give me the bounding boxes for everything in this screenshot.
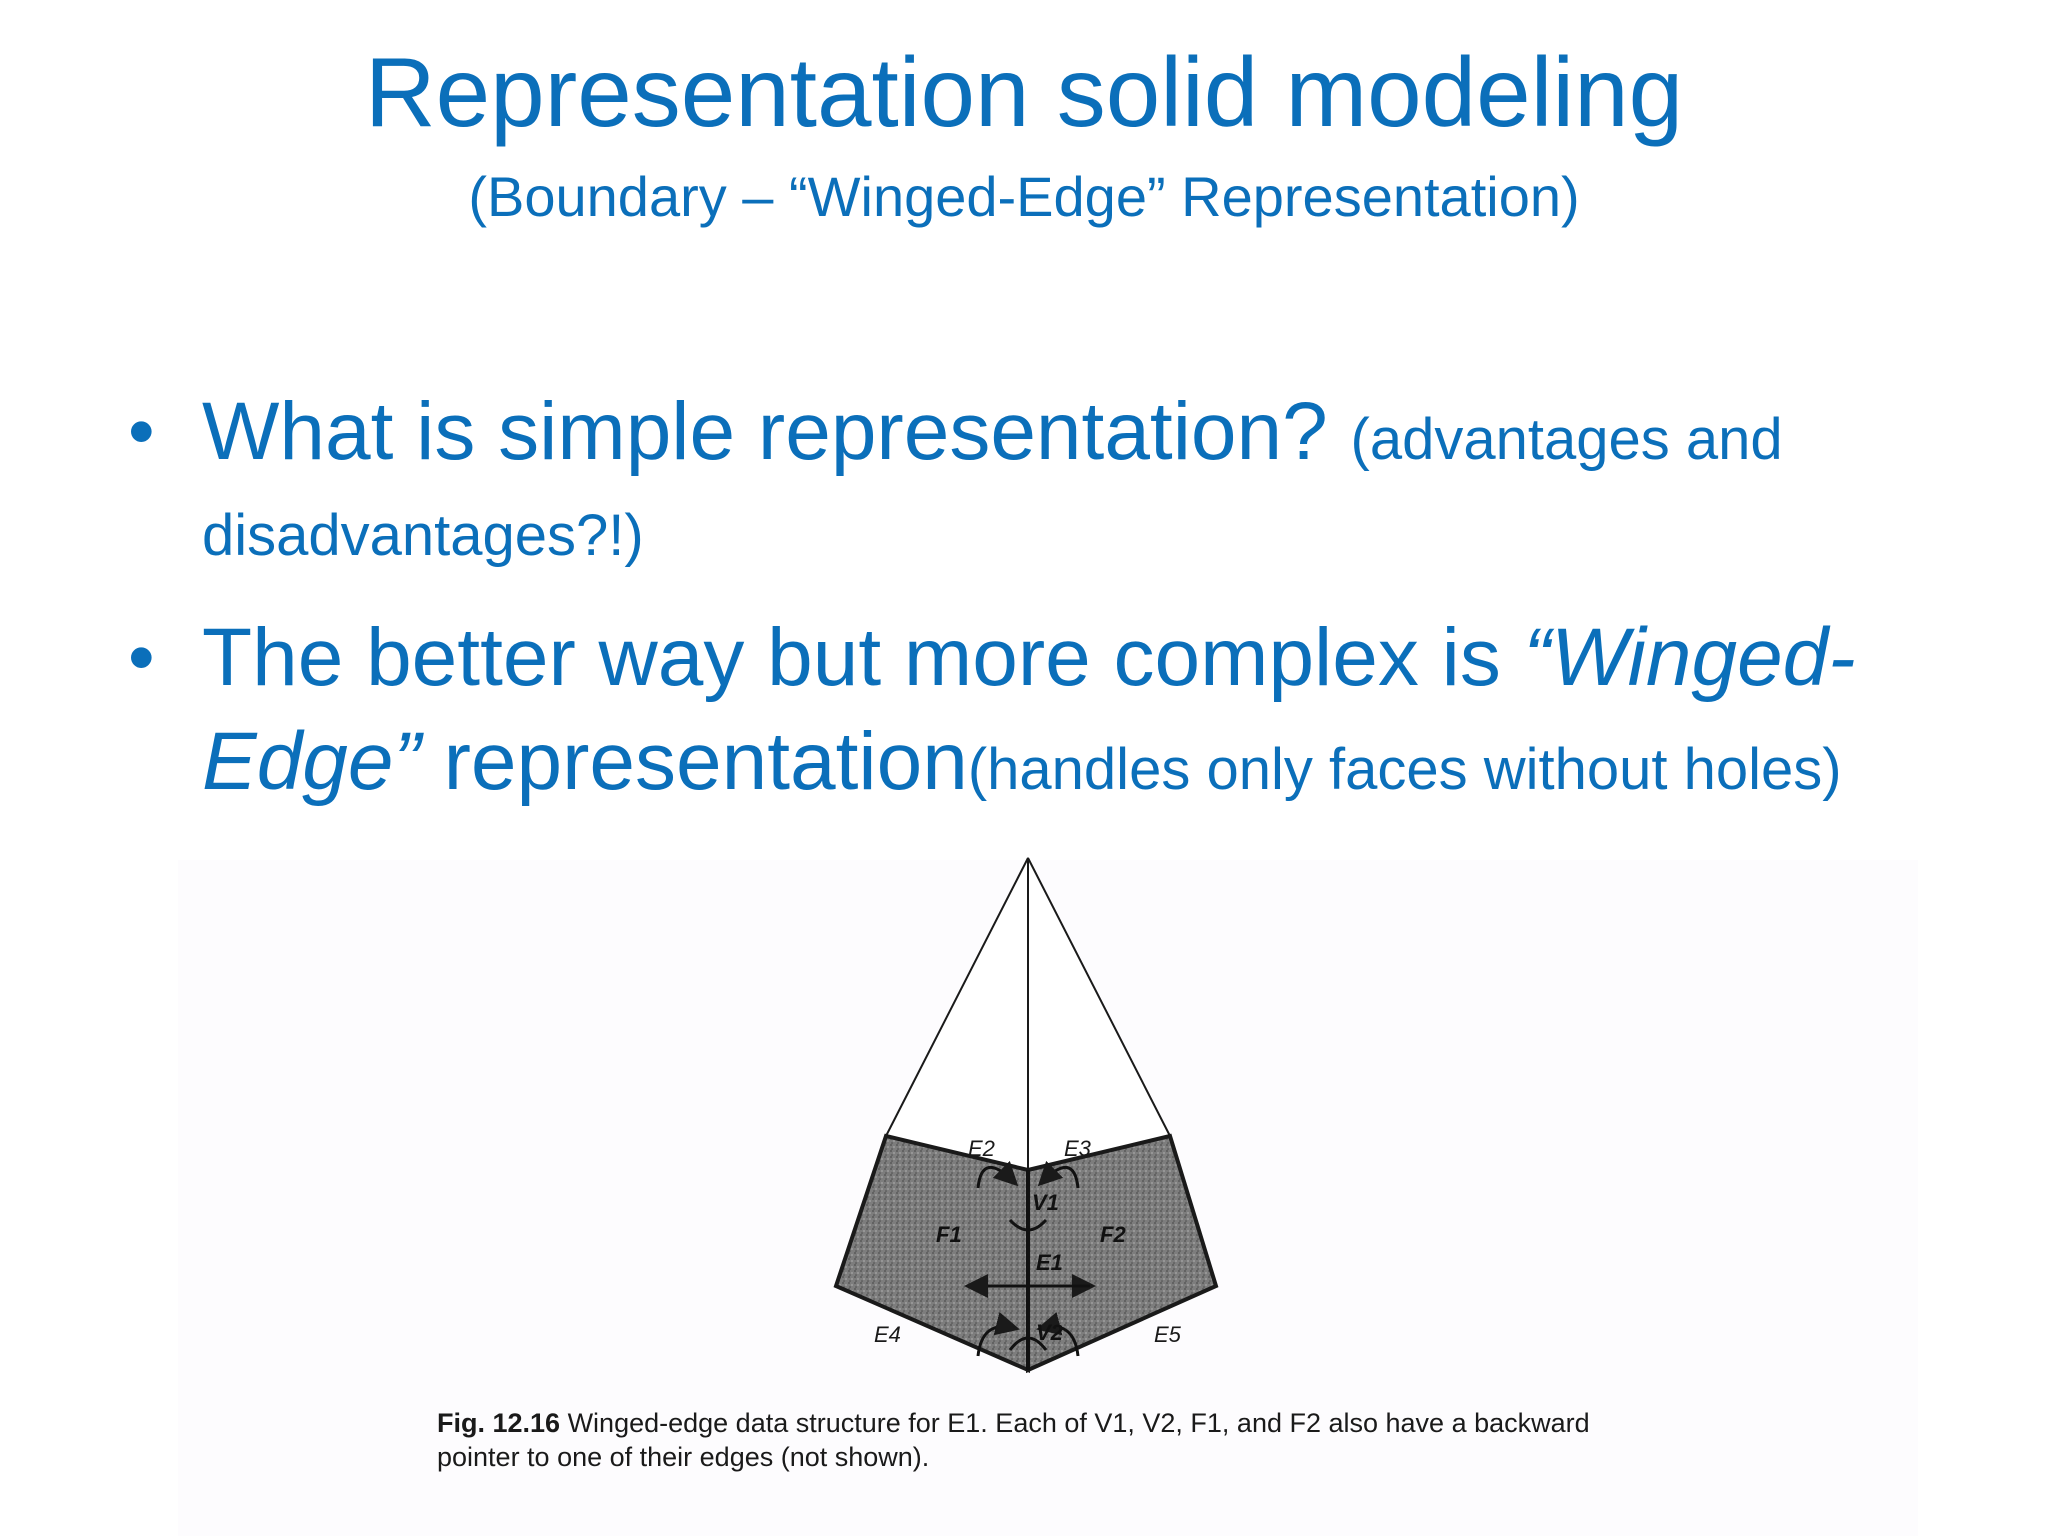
bullet-emphasis-text: “Winged-Edge” [202,612,1856,807]
label-v2: V2 [1036,1320,1064,1345]
figure-caption: Fig. 12.16 Winged-edge data structure fo… [437,1406,1677,1474]
bullet-main-text-end: representation [420,716,968,807]
label-e2: E2 [968,1136,995,1161]
pointer-e4-arrow [976,1312,1020,1357]
winged-edge-diagram: E2 E3 V1 F1 F2 E1 E4 V2 E5 [833,857,1219,1374]
label-e4: E4 [874,1322,901,1347]
slide-subtitle: (Boundary – “Winged-Edge” Representation… [468,165,1580,228]
slide-title: Representation solid modeling [364,37,1684,147]
bullet-main-text: What is simple representation? [202,386,1351,477]
bullet-icon: • [128,615,155,700]
upper-right-face [1027,857,1172,1172]
upper-left-face [884,857,1029,1172]
label-e1: E1 [1036,1250,1063,1275]
bullet-note-text: (advantages and disadvantages?!) [202,407,1783,568]
vertex-v2-arc [1008,1336,1048,1351]
label-e5: E5 [1154,1322,1182,1347]
bullet-main-text-start: The better way but more complex is [202,612,1524,703]
label-f2: F2 [1100,1222,1126,1247]
bullet-item-simple-representation: • What is simple representation? (advant… [120,380,1920,584]
bullet-note-text: (handles only faces without holes) [967,737,1842,802]
bullet-icon: • [128,389,155,474]
label-f1: F1 [936,1222,962,1247]
label-e3: E3 [1064,1136,1092,1161]
bullet-item-winged-edge: • The better way but more complex is “Wi… [120,606,1920,818]
pointer-e2-arrow [976,1160,1019,1189]
pointer-e3-arrow [1037,1160,1080,1189]
figure-caption-text: Winged-edge data structure for E1. Each … [437,1408,1590,1472]
vertex-v1-arc [1008,1218,1048,1232]
figure-caption-label: Fig. 12.16 [437,1408,561,1438]
pointer-e5-arrow [1036,1312,1080,1357]
bullet-list: • What is simple representation? (advant… [120,380,1920,840]
label-v1: V1 [1032,1190,1059,1215]
